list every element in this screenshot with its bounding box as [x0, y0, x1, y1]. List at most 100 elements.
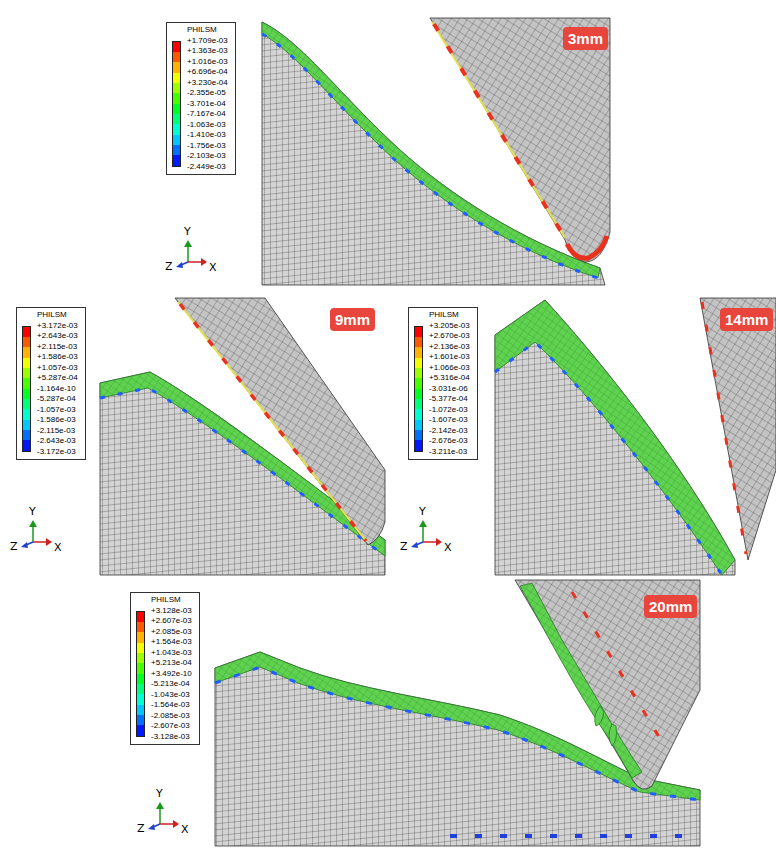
- color-band: [415, 420, 422, 430]
- color-band: [137, 653, 144, 663]
- legend-value: -2.607e-03: [151, 721, 192, 732]
- step-tag: 3mm: [563, 27, 608, 50]
- axis-label: X: [444, 541, 452, 554]
- color-band: [23, 347, 30, 357]
- legend-value: -1.410e-03: [187, 130, 228, 141]
- color-band: [173, 124, 180, 134]
- legend-value: -3.031e-06: [429, 384, 470, 395]
- legend-value: +3.205e-03: [429, 321, 470, 332]
- legend-value: +1.709e-03: [187, 36, 228, 47]
- color-band: [137, 694, 144, 704]
- legend-value: -7.167e-04: [187, 109, 228, 120]
- axis-label: Y: [184, 225, 191, 238]
- axis-label: Y: [29, 505, 36, 518]
- color-band: [137, 705, 144, 715]
- chip-fragment: [595, 706, 617, 746]
- color-band: [23, 378, 30, 388]
- legend-value: +1.586e-03: [37, 352, 78, 363]
- tool-edge-contour: [180, 304, 366, 541]
- axis-label: Z: [165, 260, 173, 273]
- legend-value: -5.287e-04: [37, 394, 78, 405]
- legend-value: +2.670e-03: [429, 331, 470, 342]
- legend-value: -2.085e-03: [151, 711, 192, 722]
- color-band: [23, 399, 30, 409]
- color-band: [415, 409, 422, 419]
- legend-value: +2.115e-03: [37, 342, 78, 353]
- contour-legend: PHILSM+1.709e-03+1.363e-03+1.016e-03+6.6…: [166, 22, 236, 175]
- color-band: [137, 674, 144, 684]
- legend-value: -5.213e-04: [151, 679, 192, 690]
- color-band: [173, 104, 180, 114]
- legend-value: -5.377e-04: [429, 394, 470, 405]
- legend-value: +2.085e-03: [151, 627, 192, 638]
- legend-value: -2.115e-03: [37, 426, 78, 437]
- legend-value: +2.643e-03: [37, 331, 78, 342]
- legend-value: +1.043e-03: [151, 648, 192, 659]
- step-tag: 9mm: [330, 308, 375, 331]
- step-label: 3mm: [568, 30, 603, 47]
- legend-value: -1.043e-03: [151, 690, 192, 701]
- axis-triad: [411, 520, 442, 548]
- color-band: [173, 52, 180, 62]
- axis-triad: [176, 240, 207, 268]
- color-band: [137, 715, 144, 725]
- step-label: 20mm: [649, 598, 692, 615]
- step-label: 9mm: [335, 311, 370, 328]
- color-band: [415, 378, 422, 388]
- tool-mesh: [175, 298, 385, 545]
- contour-legend: PHILSM+3.172e-03+2.643e-03+2.115e-03+1.5…: [16, 307, 86, 460]
- color-band: [415, 368, 422, 378]
- color-band: [173, 145, 180, 155]
- legend-value: +3.128e-03: [151, 606, 192, 617]
- color-band: [415, 430, 422, 440]
- axis-label: X: [54, 541, 62, 554]
- color-band: [23, 420, 30, 430]
- color-band: [415, 327, 422, 337]
- color-band: [137, 632, 144, 642]
- legend-value: +2.607e-03: [151, 616, 192, 627]
- color-band: [415, 347, 422, 357]
- color-bar: [136, 611, 145, 737]
- chip-layer: [495, 300, 735, 575]
- contour-legend: PHILSM+3.205e-03+2.670e-03+2.136e-03+1.6…: [408, 307, 478, 460]
- color-band: [415, 358, 422, 368]
- legend-title: PHILSM: [187, 25, 228, 36]
- color-band: [23, 368, 30, 378]
- color-band: [137, 622, 144, 632]
- workpiece-mesh: [495, 300, 735, 575]
- step-tag: 14mm: [720, 308, 773, 331]
- legend-value: -3.128e-03: [151, 732, 192, 743]
- axis-label: X: [209, 261, 217, 274]
- legend-value: +6.696e-04: [187, 67, 228, 78]
- legend-value: -1.564e-03: [151, 700, 192, 711]
- tool-mesh: [515, 580, 700, 789]
- legend-value: +3.172e-03: [37, 321, 78, 332]
- color-band: [173, 93, 180, 103]
- tool-edge-contour: [432, 22, 565, 238]
- legend-value: -2.449e-03: [187, 162, 228, 173]
- color-band: [137, 612, 144, 622]
- legend-value: +1.564e-03: [151, 637, 192, 648]
- legend-value: +1.066e-03: [429, 363, 470, 374]
- legend-value: -2.643e-03: [37, 436, 78, 447]
- legend-value: -1.164e-10: [37, 384, 78, 395]
- axis-triad: [21, 520, 52, 548]
- legend-value: +1.057e-03: [37, 363, 78, 374]
- color-band: [23, 409, 30, 419]
- legend-value: +5.316e-04: [429, 373, 470, 384]
- axis-label: Y: [419, 505, 426, 518]
- color-band: [173, 114, 180, 124]
- color-band: [173, 62, 180, 72]
- legend-value: +3.492e-10: [151, 669, 192, 680]
- color-band: [23, 358, 30, 368]
- step-tag: 20mm: [644, 595, 697, 618]
- color-band: [173, 42, 180, 52]
- legend-value: -1.756e-03: [187, 141, 228, 152]
- legend-value: -1.072e-03: [429, 405, 470, 416]
- color-band: [415, 440, 422, 450]
- legend-value: +5.213e-04: [151, 658, 192, 669]
- color-band: [23, 440, 30, 450]
- legend-value: +3.230e-04: [187, 78, 228, 89]
- color-band: [415, 399, 422, 409]
